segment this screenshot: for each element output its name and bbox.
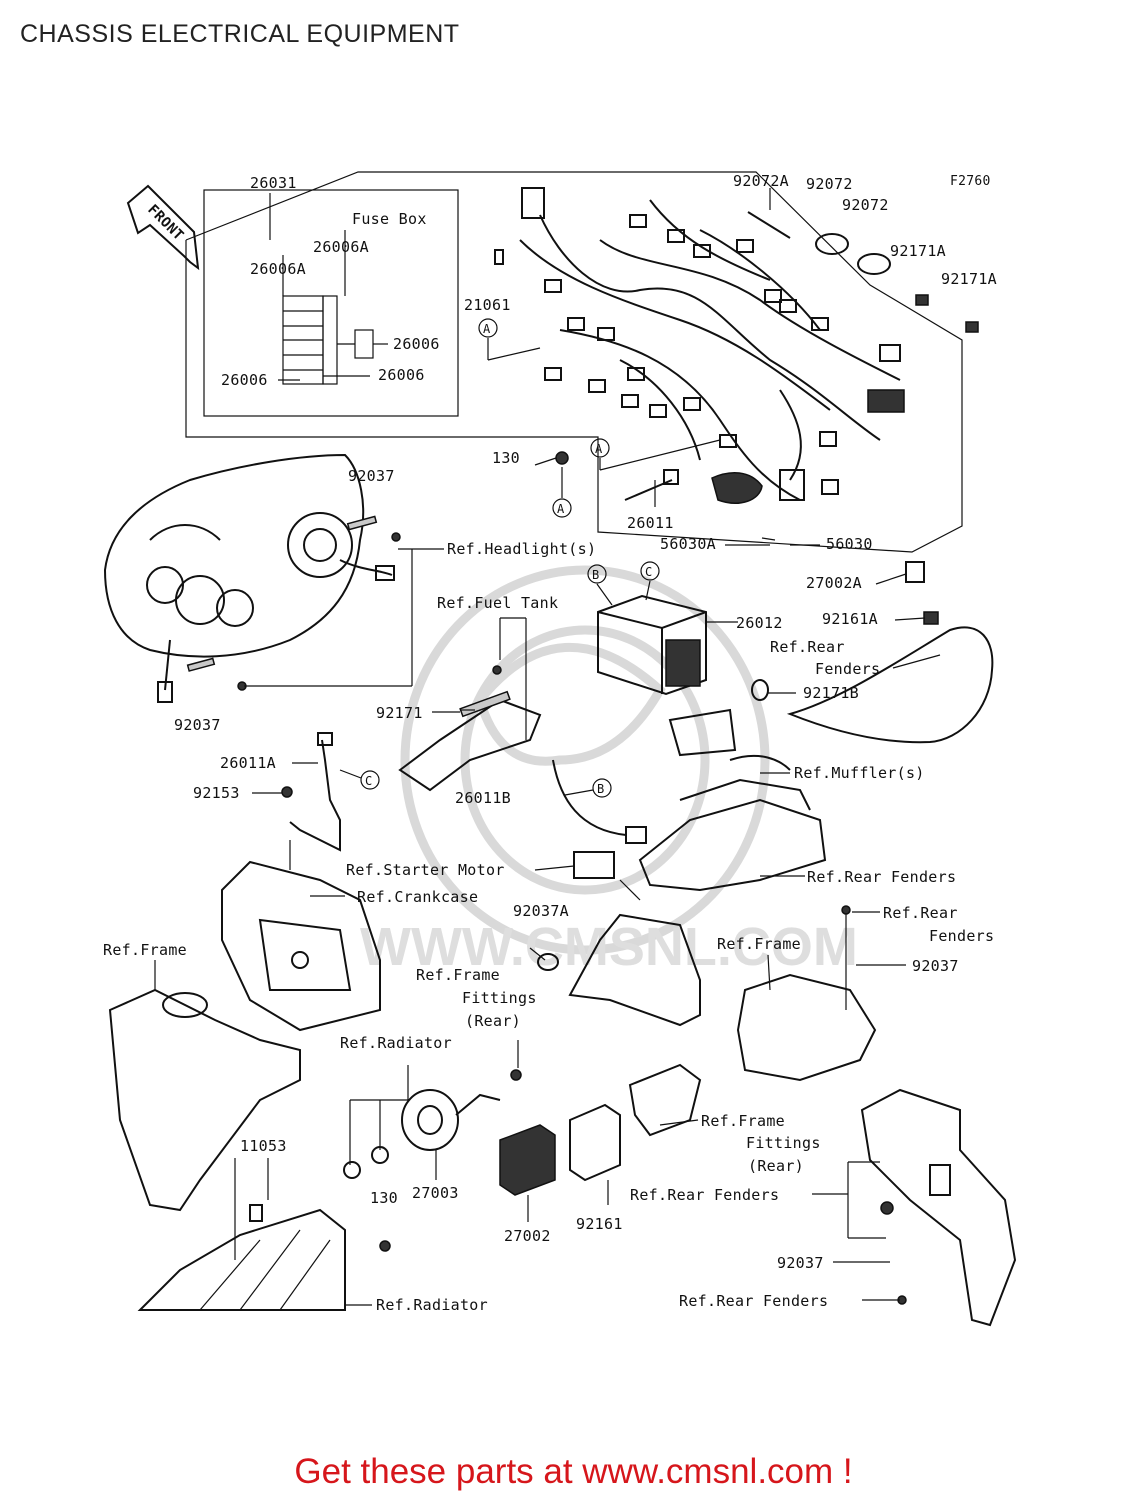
label-ref-rear-fenders-2: Ref.Rear Fenders [807,868,956,886]
label-ref-rear-fenders-5: Ref.Rear Fenders [679,1292,828,1310]
callout-a3: A [557,502,565,516]
harness-outline [185,171,963,553]
label-92037-b: 92037 [174,716,221,734]
label-92072-b: 92072 [842,196,889,214]
label-92161A: 92161A [822,610,878,628]
label-56030: 56030 [826,535,873,553]
small-parts-bottom-left [249,1158,391,1252]
wiring-harness [494,187,905,504]
label-ref-frame-fittings-1c: (Rear) [465,1012,521,1030]
callout-c1: C [645,565,653,579]
label-27002A: 27002A [806,574,862,592]
label-26011: 26011 [627,514,674,532]
label-92037-c: 92037 [912,957,959,975]
label-92161: 92161 [576,1215,623,1233]
label-ref-frame-fittings-1b: Fittings [462,989,537,1007]
page-title: CHASSIS ELECTRICAL EQUIPMENT [20,20,460,48]
starter-motor-area [552,759,827,892]
callout-a1: A [483,322,491,336]
label-ref-rear-fenders-1b: Fenders [815,660,880,678]
callout-b1: B [592,568,600,582]
label-92171A-b: 92171A [941,270,997,288]
part-labels: 26031 26006A 26006A 26006 26006 26006 92… [103,172,997,1314]
label-92037-a: 92037 [348,467,395,485]
label-26011A: 26011A [220,754,276,772]
label-27003: 27003 [412,1184,459,1202]
leader-lines [154,188,941,1301]
label-92171B: 92171B [803,684,859,702]
label-26011B: 26011B [455,789,511,807]
callout-c2: C [365,774,373,788]
callouts: A A A B C B C [339,318,721,798]
watermark-text: WWW.CMSNL.COM [360,917,858,977]
radiator [137,1208,372,1311]
label-ref-mufflers: Ref.Muffler(s) [794,764,925,782]
fuse-box-label: Fuse Box [352,210,427,228]
crankcase [221,860,381,1032]
label-56030A: 56030A [660,535,716,553]
headlight-assembly [103,453,401,703]
label-26006-b: 26006 [378,366,425,384]
frame-fittings-rear [537,913,701,1027]
label-ref-rear-fenders-3b: Fenders [929,927,994,945]
front-arrow-icon: FRONT [126,184,200,271]
label-ref-frame-fittings-2c: (Rear) [748,1157,804,1175]
footer-link[interactable]: Get these parts at www.cmsnl.com ! [294,1452,853,1491]
callout-b2: B [597,782,605,796]
rear-fender-bracket [847,1088,1017,1327]
frame-rear-right [736,905,877,1082]
frame-left [108,988,301,1212]
label-130-b: 130 [370,1189,398,1207]
label-ref-rear-fenders-3a: Ref.Rear [883,904,958,922]
label-130-a: 130 [492,449,520,467]
label-92153: 92153 [193,784,240,802]
fuse-box-frame: Fuse Box [203,189,459,417]
label-ref-fuel-tank: Ref.Fuel Tank [437,594,558,612]
label-92072A: 92072A [733,172,789,190]
label-92037-d: 92037 [777,1254,824,1272]
label-26006A-a: 26006A [313,238,369,256]
label-92171A-a: 92171A [890,242,946,260]
label-27002: 27002 [504,1227,551,1245]
label-92072-a: 92072 [806,175,853,193]
label-21061: 21061 [464,296,511,314]
front-label: FRONT [144,202,186,244]
rear-fender-right [668,561,994,771]
watermark-logo: WWW.CMSNL.COM [360,565,858,977]
label-ref-radiator-2: Ref.Radiator [376,1296,488,1314]
label-ref-rear-fenders-1a: Ref.Rear [770,638,845,656]
label-26006A-b: 26006A [250,260,306,278]
label-ref-starter-motor: Ref.Starter Motor [346,861,505,879]
label-26006-a: 26006 [393,335,440,353]
label-92171: 92171 [376,704,423,722]
cable-26011A [281,732,341,852]
control-units [499,1063,702,1196]
label-11053: 11053 [240,1137,287,1155]
label-ref-frame-fittings-2a: Ref.Frame [701,1112,785,1130]
label-92037A: 92037A [513,902,569,920]
label-ref-crankcase: Ref.Crankcase [357,888,478,906]
label-ref-frame-1: Ref.Frame [103,941,187,959]
label-ref-rear-fenders-4: Ref.Rear Fenders [630,1186,779,1204]
label-ref-radiator-1: Ref.Radiator [340,1034,452,1052]
label-26012: 26012 [736,614,783,632]
horn-27003 [343,1040,522,1179]
headlight-leaders [244,548,444,687]
figure-code: F2760 [950,174,991,189]
label-26006-c: 26006 [221,371,268,389]
battery [597,594,738,696]
label-ref-frame-fittings-1a: Ref.Frame [416,966,500,984]
label-ref-headlight: Ref.Headlight(s) [447,540,596,558]
label-ref-frame-fittings-2b: Fittings [746,1134,821,1152]
callout-a2: A [595,442,603,456]
label-26031: 26031 [250,174,297,192]
label-ref-frame-2: Ref.Frame [717,935,801,953]
